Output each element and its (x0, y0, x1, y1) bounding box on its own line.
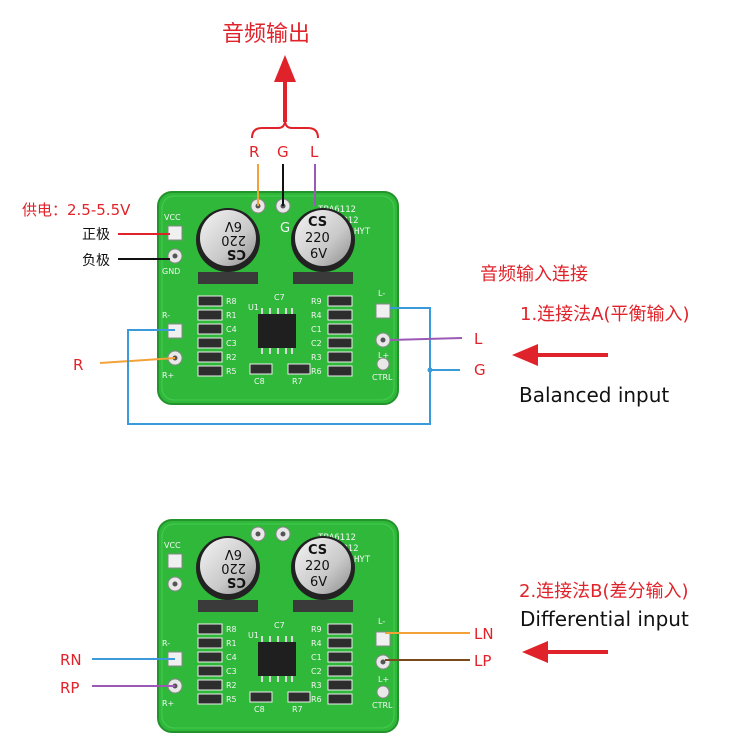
positive-label: 正极 (82, 227, 110, 243)
wiring-a (99, 307, 463, 425)
capacitor-right: CS 220 6V (291, 208, 355, 284)
svg-text:220: 220 (305, 231, 330, 246)
svg-text:R-: R- (162, 639, 170, 648)
chip-label: TPA6112 (318, 205, 356, 215)
board-b: TPA6112 NC4812 HYT VCC CS 220 6V CS 220 … (157, 519, 399, 733)
arrow-a (512, 344, 608, 366)
svg-text:L-: L- (378, 617, 385, 626)
svg-text:C3: C3 (226, 667, 237, 676)
svg-text:L+: L+ (378, 351, 389, 360)
svg-text:R1: R1 (226, 639, 237, 648)
svg-text:CS: CS (227, 574, 246, 589)
svg-text:R6: R6 (311, 695, 322, 704)
svg-text:CS: CS (227, 246, 246, 261)
in-l-label: L (474, 330, 483, 348)
power-label: 供电：2.5-5.5V (22, 201, 131, 219)
svg-text:C2: C2 (311, 667, 322, 676)
svg-text:R3: R3 (311, 353, 322, 362)
svg-text:R9: R9 (311, 625, 322, 634)
input-heading: 音频输入连接 (480, 264, 588, 285)
svg-text:C3: C3 (226, 339, 237, 348)
output-arrow (251, 55, 319, 139)
svg-text:R9: R9 (311, 297, 322, 306)
out-r-label: R (249, 143, 259, 161)
svg-text:CTRL: CTRL (372, 701, 393, 710)
out-l-label: L (310, 143, 319, 161)
svg-text:R8: R8 (226, 625, 237, 634)
svg-text:R3: R3 (311, 681, 322, 690)
svg-text:R8: R8 (226, 297, 237, 306)
svg-text:C1: C1 (311, 325, 322, 334)
svg-text:R7: R7 (292, 705, 303, 714)
svg-text:C4: C4 (226, 325, 237, 334)
audio-output-title: 音频输出 (222, 22, 310, 47)
in-rp-label: RP (60, 679, 79, 697)
in-ln-label: LN (474, 625, 494, 643)
svg-text:6V: 6V (225, 218, 242, 233)
svg-text:R2: R2 (226, 353, 237, 362)
svg-text:6V: 6V (225, 546, 242, 561)
method-a-label: 1.连接法A(平衡输入) (520, 304, 690, 325)
svg-text:VCC: VCC (164, 541, 181, 550)
svg-text:C7: C7 (274, 293, 285, 302)
out-g-label: G (277, 143, 289, 161)
svg-text:G: G (280, 221, 290, 236)
svg-text:CS: CS (308, 543, 327, 558)
svg-text:220: 220 (221, 560, 246, 575)
hyt-label: HYT (354, 227, 371, 237)
svg-text:R4: R4 (311, 639, 322, 648)
in-rn-label: RN (60, 651, 82, 669)
svg-text:C2: C2 (311, 339, 322, 348)
vcc-label: VCC (164, 213, 181, 222)
method-b-en: Differential input (520, 607, 689, 631)
svg-text:R+: R+ (162, 699, 174, 708)
svg-text:CTRL: CTRL (372, 373, 393, 382)
capacitor-left: CS 220 6V (196, 208, 260, 284)
svg-text:L-: L- (378, 289, 385, 298)
in-r-label: R (73, 356, 83, 374)
svg-text:R2: R2 (226, 681, 237, 690)
svg-text:C4: C4 (226, 653, 237, 662)
svg-text:R4: R4 (311, 311, 322, 320)
method-a-en: Balanced input (519, 383, 669, 407)
svg-text:HYT: HYT (354, 555, 371, 565)
in-g-label: G (474, 361, 486, 379)
wiring-b (92, 632, 470, 687)
gnd-label: GND (162, 267, 180, 276)
svg-text:R1: R1 (226, 311, 237, 320)
svg-text:U1: U1 (248, 631, 259, 640)
svg-text:220: 220 (305, 559, 330, 574)
svg-text:R6: R6 (311, 367, 322, 376)
svg-text:R5: R5 (226, 367, 237, 376)
svg-text:C8: C8 (254, 377, 265, 386)
svg-text:C8: C8 (254, 705, 265, 714)
vcc-pad (167, 225, 183, 241)
svg-text:U1: U1 (248, 303, 259, 312)
negative-label: 负极 (82, 253, 110, 269)
method-b-label: 2.连接法B(差分输入) (519, 581, 689, 602)
svg-text:R7: R7 (292, 377, 303, 386)
svg-text:6V: 6V (310, 575, 327, 590)
svg-text:L+: L+ (378, 675, 389, 684)
svg-text:R-: R- (162, 311, 170, 320)
svg-text:R5: R5 (226, 695, 237, 704)
svg-text:C1: C1 (311, 653, 322, 662)
in-lp-label: LP (474, 652, 491, 670)
svg-text:6V: 6V (310, 247, 327, 262)
board-a: TPA6112 NC4812 HYT VCC GND G CS 220 6V C… (157, 191, 399, 405)
svg-text:R+: R+ (162, 371, 174, 380)
arrow-b (522, 641, 608, 663)
svg-text:CS: CS (308, 215, 327, 230)
svg-text:220: 220 (221, 232, 246, 247)
svg-text:C7: C7 (274, 621, 285, 630)
svg-text:TPA6112: TPA6112 (318, 533, 356, 543)
